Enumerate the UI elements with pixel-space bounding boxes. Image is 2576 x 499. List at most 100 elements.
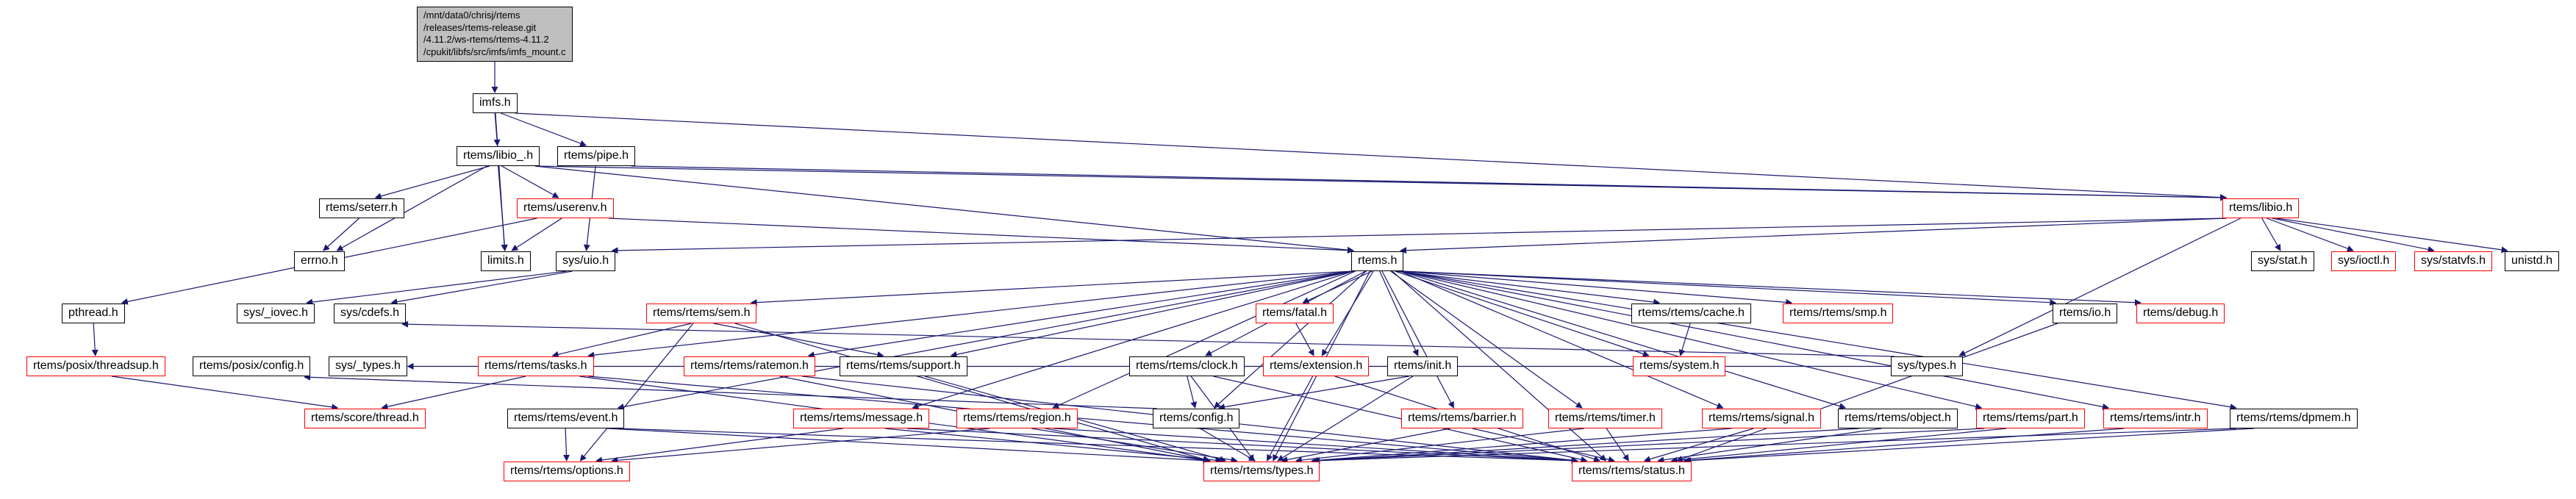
- graph-node-systypes[interactable]: sys/types.h: [1891, 356, 1964, 376]
- include-edge-rtems-to-init: [1379, 270, 1419, 356]
- include-edge-libio-to-unistd: [2277, 218, 2508, 254]
- include-edge-event-to-options: [562, 428, 570, 462]
- include-edge-threadsup-to-thread: [111, 376, 339, 411]
- include-edge-barrier-to-types: [1281, 428, 1450, 463]
- graph-node-cdefs[interactable]: sys/cdefs.h: [334, 304, 407, 323]
- graph-node-rtems[interactable]: rtems.h: [1351, 251, 1404, 271]
- include-edge-rtems-to-config: [1213, 270, 1367, 409]
- include-edge-uio-to-iovec: [306, 270, 567, 306]
- graph-node-label-line: /mnt/data0/chrisj/rtems: [423, 10, 520, 21]
- include-edge-init-to-config: [1217, 376, 1409, 411]
- include-edge-clock-to-config: [1187, 376, 1198, 409]
- include-edge-libio_-to-limits: [498, 165, 508, 251]
- include-edge-userenv-to-limits: [511, 218, 562, 251]
- graph-node-clock[interactable]: rtems/rtems/clock.h: [1129, 356, 1245, 376]
- graph-node-pthread[interactable]: pthread.h: [62, 304, 125, 323]
- graph-node-libio[interactable]: rtems/libio.h: [2222, 198, 2300, 218]
- graph-node-intr[interactable]: rtems/rtems/intr.h: [2103, 409, 2208, 428]
- graph-node-iovec[interactable]: sys/_iovec.h: [237, 304, 315, 323]
- include-edge-intr-to-status: [1683, 428, 2125, 464]
- graph-node-smp[interactable]: rtems/rtems/smp.h: [1783, 304, 1894, 323]
- graph-node-types[interactable]: rtems/rtems/types.h: [1203, 462, 1320, 481]
- graph-node-event[interactable]: rtems/rtems/event.h: [507, 409, 625, 428]
- include-edge-rtems-to-tasks: [587, 270, 1354, 359]
- graph-node-errno[interactable]: errno.h: [294, 251, 345, 271]
- graph-node-label-line: /releases/rtems-release.git: [423, 21, 537, 33]
- graph-node-timer[interactable]: rtems/rtems/timer.h: [1548, 409, 1662, 428]
- graph-node-unistd[interactable]: unistd.h: [2505, 251, 2560, 271]
- graph-node-init[interactable]: rtems/init.h: [1387, 356, 1459, 376]
- include-edge-libio-to-statvfs: [2272, 218, 2435, 253]
- include-edge-config-to-pconfig: [304, 373, 1157, 409]
- graph-node-signal[interactable]: rtems/rtems/signal.h: [1702, 409, 1822, 428]
- include-edge-libio-to-ioctl: [2266, 218, 2354, 252]
- include-edge-rtems-to-object: [1400, 270, 1847, 409]
- include-edge-rtems-to-region: [1052, 270, 1356, 409]
- graph-node-config[interactable]: rtems/config.h: [1153, 409, 1240, 428]
- include-edge-libio_-to-rtems: [534, 165, 1354, 254]
- graph-node-userenv[interactable]: rtems/userenv.h: [517, 198, 614, 218]
- graph-node-sem[interactable]: rtems/rtems/sem.h: [646, 304, 757, 323]
- include-edge-io-to-status: [1675, 323, 2058, 462]
- graph-node-threadsup[interactable]: rtems/posix/threadsup.h: [26, 356, 165, 376]
- include-edge-rtems-to-extension: [1321, 270, 1374, 356]
- graph-node-label-line: /cpukit/libfs/src/imfs/imfs_mount.c: [423, 46, 566, 57]
- graph-node-status[interactable]: rtems/rtems/status.h: [1572, 462, 1692, 481]
- include-edge-libio-to-uio: [611, 218, 2227, 254]
- graph-node-seterr[interactable]: rtems/seterr.h: [319, 198, 404, 218]
- graph-node-object[interactable]: rtems/rtems/object.h: [1838, 409, 1958, 428]
- graph-node-pconfig[interactable]: rtems/posix/config.h: [193, 356, 311, 376]
- graph-node-ratemon[interactable]: rtems/rtems/ratemon.h: [684, 356, 815, 376]
- include-edge-part-to-types: [1313, 428, 1985, 464]
- graph-node-extension[interactable]: rtems/extension.h: [1263, 356, 1370, 376]
- include-edge-clock-to-status: [1213, 376, 1588, 463]
- include-edge-sem-to-types: [734, 323, 1210, 463]
- include-edge-userenv-to-rtems: [609, 218, 1354, 254]
- include-edge-tasks-to-thread: [381, 376, 526, 410]
- graph-node-system[interactable]: rtems/system.h: [1633, 356, 1726, 376]
- graph-node-limits[interactable]: limits.h: [481, 251, 531, 271]
- include-edge-rtems-to-smp: [1400, 270, 1793, 306]
- graph-node-debug[interactable]: rtems/debug.h: [2136, 304, 2225, 323]
- include-edge-timer-to-status: [1606, 428, 1629, 462]
- graph-node-_types[interactable]: sys/_types.h: [329, 356, 407, 376]
- graph-node-barrier[interactable]: rtems/rtems/barrier.h: [1401, 409, 1523, 428]
- graph-node-support[interactable]: rtems/rtems/support.h: [840, 356, 967, 376]
- include-edge-signal-to-status: [1643, 428, 1754, 463]
- graph-node-uio[interactable]: sys/uio.h: [556, 251, 616, 271]
- graph-node-cache[interactable]: rtems/rtems/cache.h: [1631, 304, 1751, 323]
- include-edge-rtems-to-cache: [1395, 270, 1661, 306]
- graph-node-libio_[interactable]: rtems/libio_.h: [457, 146, 540, 166]
- graph-node-thread[interactable]: rtems/score/thread.h: [304, 409, 426, 428]
- graph-node-tasks[interactable]: rtems/rtems/tasks.h: [478, 356, 594, 376]
- include-edge-part-to-status: [1670, 428, 2007, 464]
- graph-node-io[interactable]: rtems/io.h: [2053, 304, 2118, 323]
- graph-node-stat[interactable]: sys/stat.h: [2251, 251, 2314, 271]
- include-edge-signal-to-types: [1311, 428, 1732, 464]
- include-edge-object-to-types: [1313, 428, 1860, 464]
- include-edge-rtems-to-io: [1400, 270, 2057, 306]
- graph-node-message[interactable]: rtems/rtems/message.h: [793, 409, 930, 428]
- graph-node-options[interactable]: rtems/rtems/options.h: [504, 462, 630, 481]
- graph-node-imfs[interactable]: imfs.h: [473, 93, 518, 113]
- include-edge-region-to-options: [611, 428, 990, 464]
- include-edge-libio-to-rtems: [1400, 218, 2227, 254]
- graph-node-dpmem[interactable]: rtems/rtems/dpmem.h: [2230, 409, 2358, 428]
- include-edge-dpmem-to-types: [1313, 428, 2236, 464]
- graph-node-part[interactable]: rtems/rtems/part.h: [1976, 409, 2085, 428]
- include-edge-barrier-to-status: [1472, 428, 1615, 463]
- include-edge-timer-to-types: [1295, 428, 1585, 464]
- graph-node-fatal[interactable]: rtems/fatal.h: [1256, 304, 1334, 323]
- include-edge-rtems-to-intr: [1400, 270, 2109, 410]
- include-edge-imfs-to-libio: [515, 112, 2228, 201]
- graph-node-pipe[interactable]: rtems/pipe.h: [557, 146, 636, 166]
- include-edge-rtems-to-event: [617, 270, 1354, 410]
- include-edge-sem-to-support: [713, 323, 884, 358]
- include-edge-seterr-to-errno: [323, 218, 359, 251]
- graph-node-statvfs[interactable]: sys/statvfs.h: [2414, 251, 2493, 271]
- include-edge-extension-to-types: [1266, 376, 1314, 462]
- include-edge-pipe-to-libio: [631, 165, 2228, 201]
- graph-node-ioctl[interactable]: sys/ioctl.h: [2331, 251, 2397, 271]
- graph-node-region[interactable]: rtems/rtems/region.h: [956, 409, 1078, 428]
